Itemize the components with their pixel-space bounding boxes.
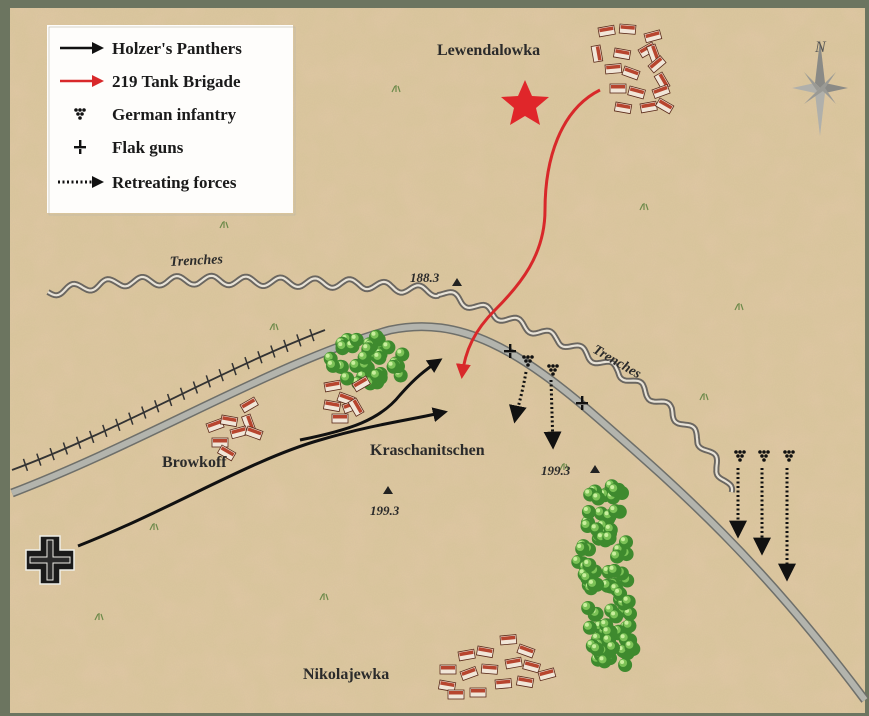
railway-icon — [11, 328, 326, 472]
house-icon — [480, 663, 499, 675]
tree-icon — [386, 359, 401, 374]
road — [10, 322, 869, 703]
elevation-label: 188.3 — [410, 270, 440, 285]
legend-label: German infantry — [112, 105, 237, 124]
tree-icon — [607, 563, 622, 578]
place-label-browkoff: Browkoff — [162, 454, 227, 471]
legend-item-holzers-panthers: Holzer's Panthers — [60, 39, 242, 58]
place-label-nikolajewka: Nikolajewka — [303, 666, 389, 683]
legend-item-retreating-forces: Retreating forces — [58, 173, 237, 192]
elevation-label: 199.3 — [370, 503, 400, 518]
tree-icon — [590, 642, 605, 657]
trench-line — [46, 272, 736, 493]
place-label-lewendalowka: Lewendalowka — [437, 42, 540, 59]
legend-item-german-infantry: German infantry — [74, 105, 237, 124]
tree-icon — [581, 601, 596, 615]
tree-icon — [618, 658, 633, 672]
tree-icon — [591, 491, 606, 506]
tree-icon — [372, 350, 387, 365]
legend-label: Retreating forces — [112, 173, 237, 192]
house-icon — [331, 413, 349, 424]
legend: Holzer's Panthers 219 Tank Brigade Germa… — [47, 25, 296, 216]
trench-label: Trenches — [169, 252, 223, 270]
tree-icon — [575, 542, 590, 556]
elevation-marker: 199.3 — [541, 463, 600, 478]
tree-icon — [357, 350, 372, 365]
tree-icon — [619, 535, 633, 550]
elevation-marker: 199.3 — [370, 486, 400, 518]
legend-label: Flak guns — [112, 138, 184, 157]
red-star-icon — [501, 80, 549, 125]
tree-icon — [608, 504, 623, 519]
house-icon — [494, 678, 513, 690]
tank-brigade-arrow — [455, 88, 601, 379]
tree-icon — [624, 639, 639, 654]
legend-label: Holzer's Panthers — [112, 39, 242, 58]
tree-icon — [326, 358, 340, 373]
legend-label: 219 Tank Brigade — [112, 72, 241, 91]
tree-icon — [582, 558, 597, 572]
house-icon — [447, 689, 465, 700]
house-icon — [211, 437, 229, 448]
tree-icon — [597, 654, 612, 669]
place-label-kraschanitschen: Kraschanitschen — [370, 442, 485, 459]
german-cross-icon — [25, 535, 75, 585]
tree-icon — [602, 531, 617, 545]
compass-north-label: N — [814, 39, 827, 56]
legend-item-219-tank-brigade: 219 Tank Brigade — [60, 72, 241, 91]
legend-item-flak-guns: Flak guns — [74, 138, 184, 157]
grass-tufts — [94, 85, 744, 621]
house-icon — [439, 664, 457, 675]
tree-icon — [608, 483, 623, 498]
house-icon — [618, 23, 637, 35]
compass-rose-icon: N — [792, 39, 848, 136]
elevation-marker: 188.3 — [410, 270, 462, 286]
retreating-forces-arrows — [509, 371, 796, 582]
house-icon — [609, 83, 627, 94]
tree-icon — [581, 505, 596, 519]
tree-icon — [369, 368, 384, 383]
tree-icon — [340, 371, 355, 386]
house-icon — [499, 634, 518, 646]
tree-icon — [606, 640, 620, 655]
house-icon — [604, 63, 623, 75]
tree-icon — [609, 609, 624, 624]
tree-icon — [621, 594, 636, 609]
elevation-label: 199.3 — [541, 463, 571, 478]
tree-icon — [610, 549, 625, 564]
tree-icon — [587, 577, 601, 592]
tree-icon — [582, 620, 597, 635]
holzers-panthers-arrows — [77, 358, 448, 548]
house-icon — [469, 687, 487, 698]
tree-icon — [349, 332, 364, 347]
